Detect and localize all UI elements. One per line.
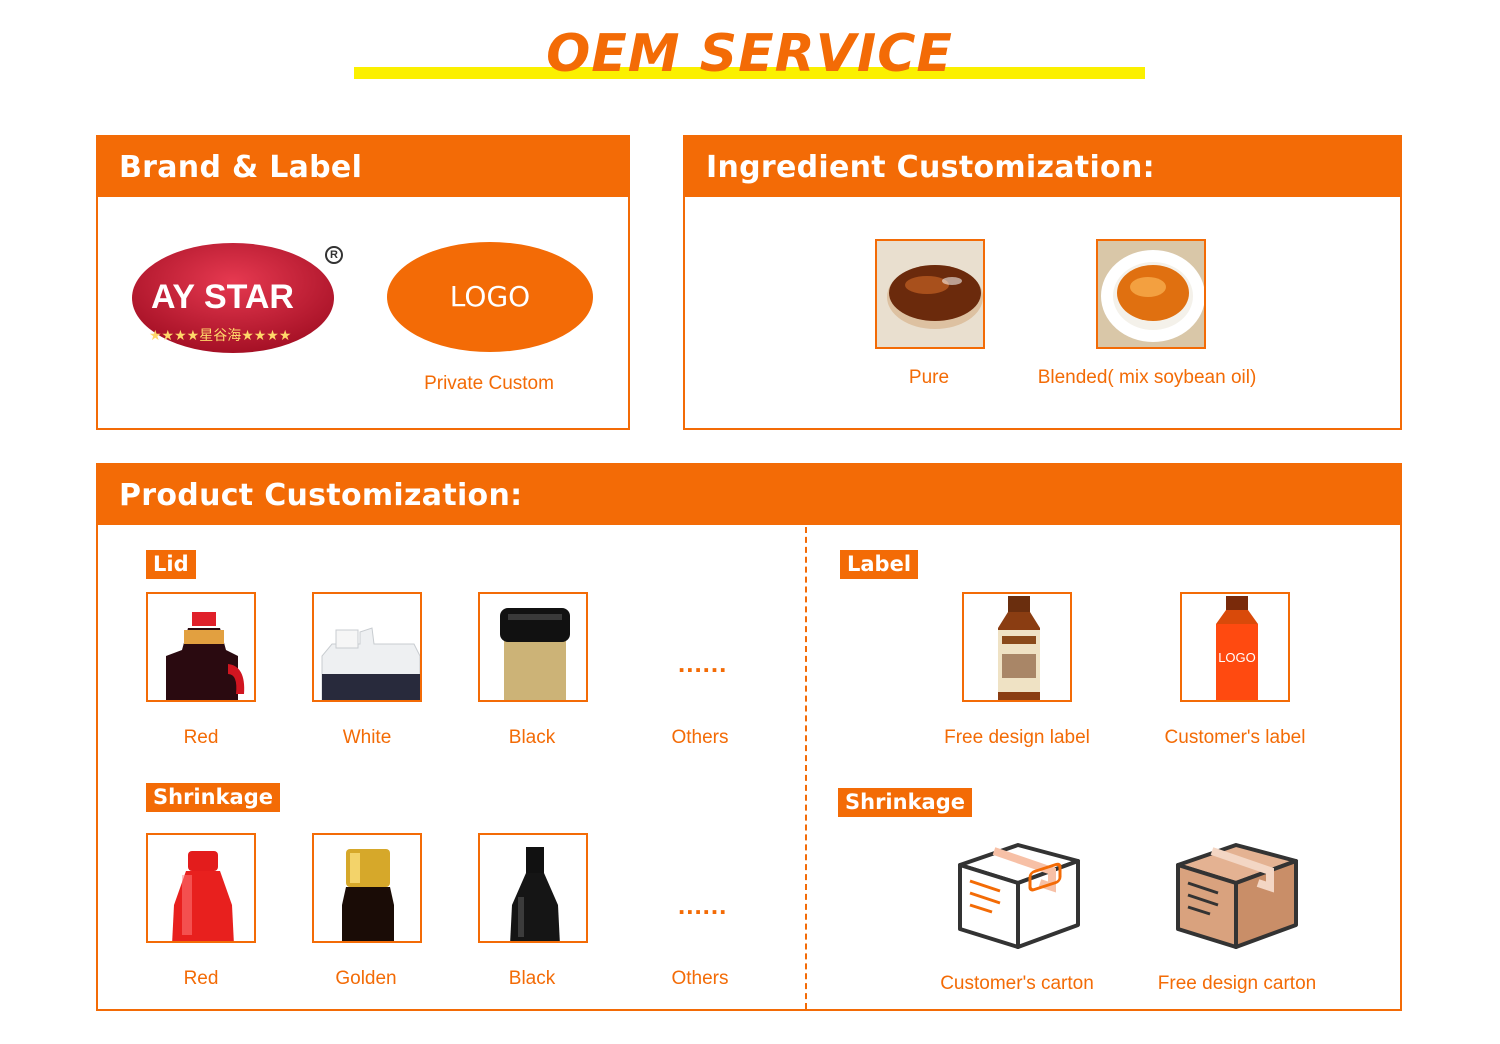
lid-tag: Lid — [146, 550, 196, 579]
pure-caption: Pure — [908, 367, 950, 388]
svg-text:LOGO: LOGO — [1218, 650, 1256, 665]
shrink-golden-caption: Golden — [335, 968, 397, 989]
lid-red-caption: Red — [183, 727, 219, 748]
private-custom-caption: Private Custom — [424, 373, 554, 394]
customers-carton-icon — [958, 843, 1080, 949]
shrinkage-left-tag: Shrinkage — [146, 783, 280, 812]
customers-label-caption: Customer's label — [1164, 727, 1306, 748]
free-design-carton-icon — [1176, 843, 1298, 949]
registered-mark: R — [325, 246, 343, 264]
brand-label-panel: Brand & Label Customization: AY STAR ★★★… — [96, 135, 630, 430]
shrink-red-image — [146, 833, 256, 943]
section-divider — [805, 527, 807, 1009]
free-design-carton-caption: Free design carton — [1157, 973, 1317, 994]
page-title: OEM SERVICE — [546, 24, 953, 84]
shrink-golden-image — [312, 833, 422, 943]
ay-star-brand-logo: AY STAR ★★★★星谷海★★★★ — [132, 243, 334, 353]
title-underline — [354, 67, 1145, 79]
shrink-black-image — [478, 833, 588, 943]
lid-black-caption: Black — [508, 727, 556, 748]
shrinkage-right-tag: Shrinkage — [838, 788, 972, 817]
shrink-black-caption: Black — [508, 968, 556, 989]
svg-text:AY STAR: AY STAR — [151, 278, 294, 316]
shrink-red-caption: Red — [183, 968, 219, 989]
shrink-more-dots: ...... — [678, 890, 728, 920]
lid-others-caption: Others — [671, 727, 729, 748]
free-design-label-caption: Free design label — [944, 727, 1090, 748]
label-tag: Label — [840, 550, 919, 579]
product-panel-heading: Product Customization: — [98, 465, 1400, 525]
logo-placeholder: LOGO — [387, 242, 593, 352]
free-design-label-image — [962, 592, 1072, 702]
lid-red-image — [146, 592, 256, 702]
customers-carton-caption: Customer's carton — [940, 973, 1094, 994]
pure-oil-image — [875, 239, 985, 349]
lid-more-dots: ...... — [678, 648, 728, 678]
lid-black-image — [478, 592, 588, 702]
product-panel: Product Customization: Lid ...... Red — [96, 463, 1402, 1011]
lid-white-image — [312, 592, 422, 702]
brand-panel-heading: Brand & Label Customization: — [98, 137, 628, 247]
blended-oil-image — [1096, 239, 1206, 349]
ingredient-panel: Ingredient Customization: Pure Blended( … — [683, 135, 1402, 430]
ingredient-panel-heading: Ingredient Customization: — [685, 137, 1400, 197]
shrink-others-caption: Others — [671, 968, 729, 989]
blended-caption: Blended( mix soybean oil) — [1037, 367, 1257, 388]
customers-label-image: LOGO — [1180, 592, 1290, 702]
lid-white-caption: White — [342, 727, 392, 748]
svg-text:★★★★星谷海★★★★: ★★★★星谷海★★★★ — [149, 328, 291, 344]
